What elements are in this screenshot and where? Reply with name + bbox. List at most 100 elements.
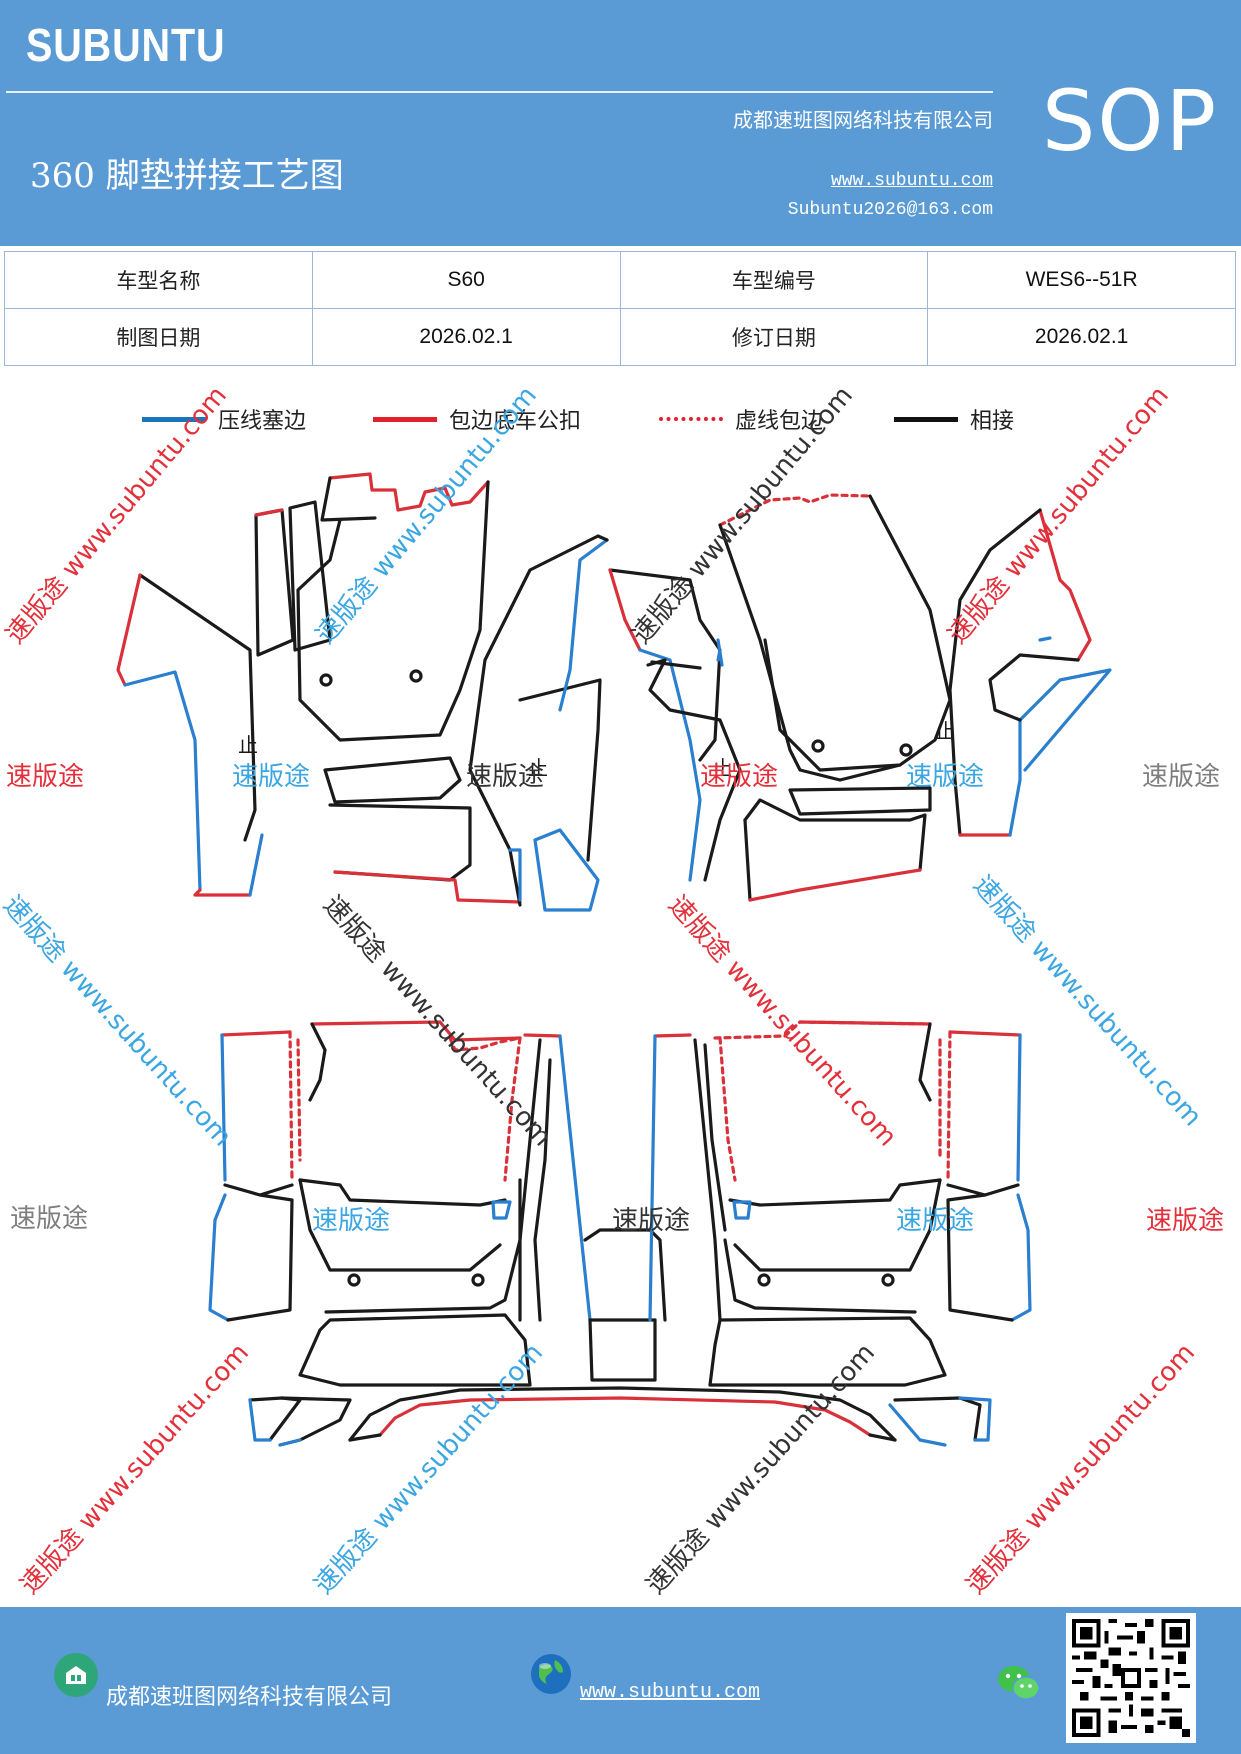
pattern-piece (948, 508, 1042, 837)
document-title: 360 脚垫拼接工艺图 (30, 156, 344, 196)
legend-item-joined: 相接 (894, 402, 1014, 436)
pattern-piece (208, 1193, 230, 1322)
part-mark: 止 (935, 719, 955, 743)
footer-website-link[interactable]: www.subuntu.com (580, 1681, 761, 1704)
pattern-piece (220, 1030, 292, 1037)
model-code-value: WES6--51R (927, 251, 1236, 309)
pattern-piece (558, 538, 609, 712)
qr-code (1066, 1613, 1196, 1743)
pattern-piece (732, 1200, 752, 1220)
pattern-piece (523, 1033, 562, 1038)
pattern-piece (743, 798, 927, 872)
pattern-piece (298, 1313, 532, 1387)
mounting-hole (471, 1273, 485, 1287)
pattern-piece (1038, 636, 1052, 642)
legend-label: 压线塞边 (218, 409, 307, 434)
pattern-piece (323, 756, 462, 804)
pattern-piece (788, 786, 932, 816)
revise-date-label: 修订日期 (619, 308, 929, 366)
pattern-piece (948, 1030, 1022, 1037)
pattern-piece (533, 828, 600, 912)
legend-item-press-line: 压线塞边 (142, 402, 306, 436)
pattern-piece (288, 500, 332, 652)
legend-item-edge-buckle: 包边底车公扣 (373, 402, 581, 436)
legend-label: 相接 (970, 409, 1015, 434)
pattern-piece (988, 653, 1080, 722)
pattern-piece (733, 1178, 942, 1272)
sop-badge: SOP (1042, 72, 1219, 170)
model-code-label: 车型编号 (619, 251, 929, 309)
draw-date-value: 2026.02.1 (311, 308, 621, 366)
mounting-hole (409, 669, 423, 683)
pattern-piece (798, 1020, 932, 1026)
legend-swatch (373, 416, 437, 422)
pattern-piece (308, 1022, 327, 1102)
pattern-piece (248, 833, 264, 897)
pattern-piece (298, 1178, 507, 1207)
pattern-piece (503, 1036, 522, 1182)
header-divider (6, 91, 993, 93)
pattern-piece (491, 1200, 512, 1220)
pattern-piece (648, 1034, 657, 1322)
pattern-piece (728, 1178, 942, 1207)
pattern-piece (1016, 1033, 1022, 1182)
table-row: 车型名称 S60 车型编号 WES6--51R (4, 251, 1236, 309)
floor-mat-pattern-drawing: 止 止 止 止 (116, 472, 1112, 1447)
company-name: 成都速班图网络科技有限公司 (733, 108, 993, 132)
mounting-hole (881, 1273, 895, 1287)
pattern-piece (638, 648, 702, 882)
pattern-piece (348, 1386, 897, 1442)
pattern-piece (296, 1038, 302, 1162)
pattern-piece (348, 1433, 382, 1442)
vehicle-info-table: 车型名称 S60 车型编号 WES6--51R 制图日期 2026.02.1 修… (4, 251, 1236, 366)
part-mark: 止 (528, 756, 548, 780)
legend-label: 包边底车公扣 (449, 409, 582, 434)
pattern-piece (116, 573, 142, 687)
pattern-piece (646, 658, 742, 882)
pattern-piece (223, 1183, 294, 1197)
header-banner: SUBUNTU 成都速班图网络科技有限公司 360 脚垫拼接工艺图 www.su… (0, 0, 1241, 246)
pattern-piece (333, 870, 522, 904)
pattern-piece (583, 1228, 667, 1322)
wechat-icon[interactable] (996, 1663, 1042, 1703)
pattern-piece (328, 472, 490, 512)
legend-item-dashed-edge: 虚线包边 (659, 402, 823, 436)
pattern-piece (123, 670, 202, 892)
pattern-piece (650, 660, 702, 670)
pattern-piece (448, 1036, 522, 1052)
legend-swatch (659, 417, 723, 421)
part-mark: 止 (238, 733, 258, 757)
pattern-piece (958, 1396, 992, 1442)
pattern-piece (723, 1238, 917, 1314)
mounting-hole (319, 673, 333, 687)
pattern-piece (220, 1033, 227, 1182)
part-mark: 止 (712, 756, 732, 780)
mounting-hole (811, 739, 825, 753)
pattern-piece (254, 508, 295, 657)
pattern-piece (703, 1043, 727, 1232)
pattern-piece (533, 1058, 552, 1322)
pattern-piece (328, 803, 472, 882)
pattern-piece (718, 523, 902, 782)
pattern-piece (193, 888, 252, 897)
pattern-piece (1010, 1193, 1032, 1322)
globe-icon (529, 1652, 573, 1696)
email-address[interactable]: Subuntu2026@163.com (787, 200, 993, 220)
pattern-piece (226, 1193, 294, 1322)
pattern-piece (718, 1036, 737, 1182)
pattern-piece (518, 678, 602, 862)
pattern-piece (743, 818, 752, 902)
pattern-piece (653, 1033, 692, 1038)
pattern-piece (378, 1396, 872, 1437)
pattern-piece (558, 1034, 592, 1322)
pattern-piece (468, 534, 609, 907)
pattern-piece (296, 480, 490, 742)
draw-date-label: 制图日期 (4, 308, 313, 366)
website-link[interactable]: www.subuntu.com (830, 171, 993, 191)
pattern-piece (946, 1030, 952, 1182)
company-icon (54, 1653, 98, 1697)
pattern-piece (518, 1038, 542, 1322)
pattern-piece (1018, 668, 1112, 772)
pattern-piece (248, 1398, 272, 1442)
pattern-piece (310, 1020, 522, 1042)
